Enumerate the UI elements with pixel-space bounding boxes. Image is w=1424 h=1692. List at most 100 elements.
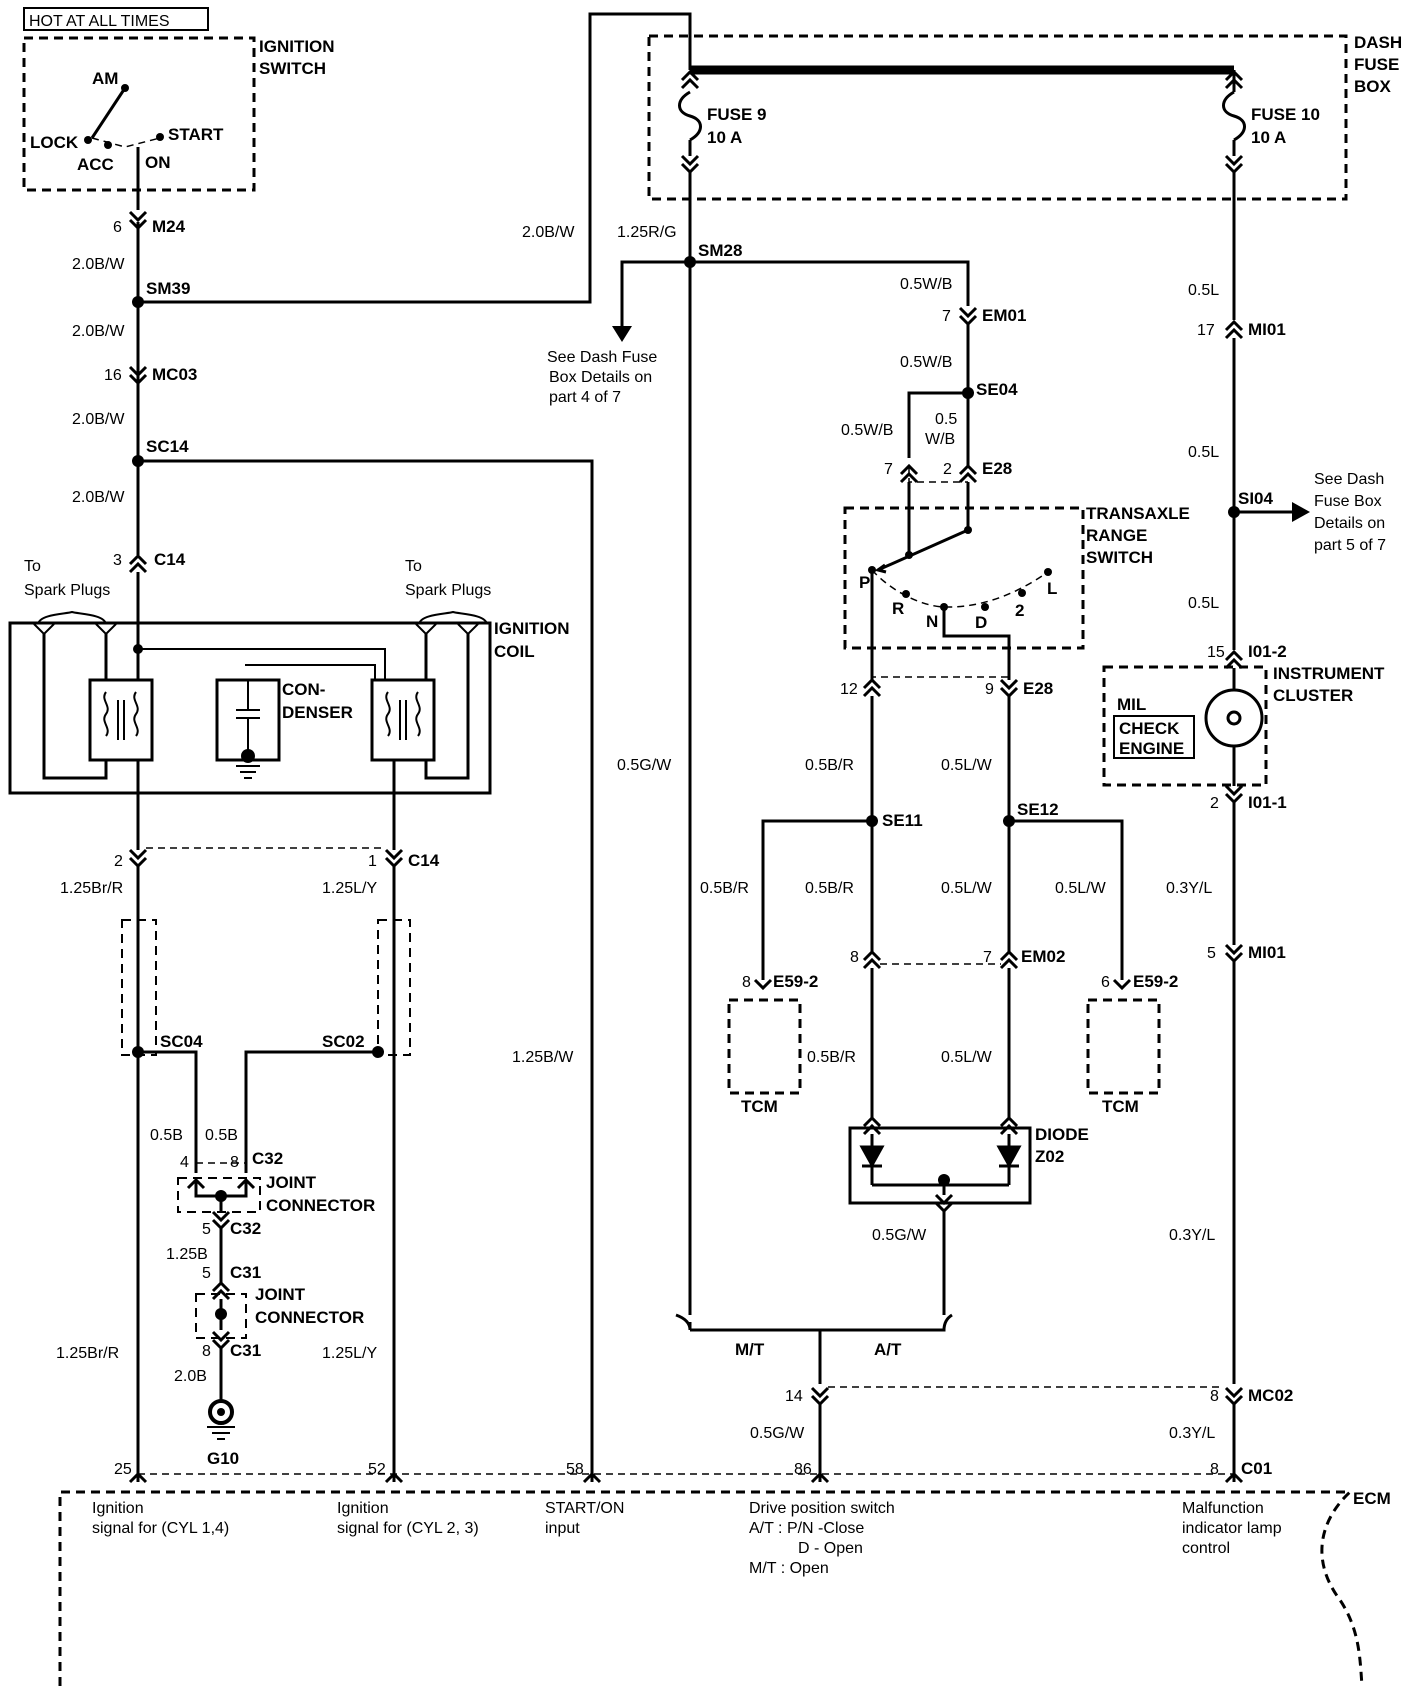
mc03-label: MC03 xyxy=(152,365,197,384)
wire-sm28-to-em01 xyxy=(690,260,970,306)
em02-label: EM02 xyxy=(1021,947,1065,966)
ecm-ign14-1: Ignition xyxy=(92,1500,144,1517)
ic-title-1: INSTRUMENT xyxy=(1273,664,1385,683)
conn-em02-a-icon xyxy=(862,949,882,970)
fuse10-rating: 10 A xyxy=(1251,128,1286,147)
wire-05wb-b: 0.5W/B xyxy=(900,354,952,371)
conn-e59-right-icon xyxy=(1112,978,1132,991)
wire-05l-a: 0.5L xyxy=(1188,282,1219,299)
switch-lock: LOCK xyxy=(30,133,79,152)
coil-right-windings xyxy=(385,691,421,740)
wire-20bw-c: 2.0B/W xyxy=(72,411,125,428)
ecm-mil-2: indicator lamp xyxy=(1182,1520,1282,1537)
ecm-pin-52: 52 xyxy=(368,1461,386,1478)
conn-i01-2-icon xyxy=(1224,649,1244,670)
wire-05b-a: 0.5B xyxy=(150,1127,183,1144)
ecm-ign23-1: Ignition xyxy=(337,1500,389,1517)
wire-05br-b: 0.5B/R xyxy=(700,880,749,897)
e28-bottom-pin-a: 12 xyxy=(840,681,858,698)
arrow-dash4-icon xyxy=(612,326,632,342)
spark-left-brace xyxy=(37,610,107,625)
mil-label: MIL xyxy=(1117,695,1146,714)
trs-l: L xyxy=(1047,579,1057,598)
fuse10-out-icon xyxy=(1224,154,1244,175)
condenser-ground-dot xyxy=(241,749,255,763)
e59-right-pin: 6 xyxy=(1101,974,1110,991)
m24-label: M24 xyxy=(152,217,186,236)
see-dash4-2: Box Details on xyxy=(549,369,652,386)
conn-e28-c-icon xyxy=(862,677,882,698)
i01-2-pin: 15 xyxy=(1207,644,1225,661)
joint2-in-icon xyxy=(211,1280,231,1301)
wire-03yl-b: 0.3Y/L xyxy=(1169,1227,1215,1244)
switch-acc: ACC xyxy=(77,155,114,174)
conn-mc02-right-icon xyxy=(1224,1386,1244,1407)
e59-left-pin: 8 xyxy=(742,974,751,991)
coil-feed-condenser xyxy=(245,664,376,680)
trs-contact-r xyxy=(902,590,910,598)
wire-05gw-a: 0.5G/W xyxy=(617,757,672,774)
trs-2: 2 xyxy=(1015,601,1024,620)
wire-20bw-d: 2.0B/W xyxy=(72,489,125,506)
wire-03yl-c: 0.3Y/L xyxy=(1169,1425,1215,1442)
transaxle-range-switch-box xyxy=(843,506,1085,650)
fuse9-out-icon xyxy=(680,154,700,175)
switch-acc-contact xyxy=(104,141,112,149)
wire-125ly-b: 1.25L/Y xyxy=(322,1345,377,1362)
c31-bottom-label: C31 xyxy=(230,1341,261,1360)
conn-e28-d-icon xyxy=(999,678,1019,699)
trs-r: R xyxy=(892,599,904,618)
wire-se11-to-tcm xyxy=(761,819,872,980)
sm28-label: SM28 xyxy=(698,241,742,260)
c32-top-label: C32 xyxy=(252,1149,283,1168)
spark-terminals xyxy=(33,623,479,636)
e28-top-label: E28 xyxy=(982,459,1012,478)
trs-p: P xyxy=(859,573,870,592)
coil-right-icon xyxy=(370,678,436,762)
conn-mc03-icon xyxy=(128,365,148,386)
coil-left-secondary-a xyxy=(42,634,108,780)
ignition-coil-box xyxy=(8,621,492,795)
conn-em02-b-icon xyxy=(999,949,1019,970)
mc02-label: MC02 xyxy=(1248,1386,1293,1405)
e28-bottom-bridge xyxy=(871,676,1009,680)
conn-e59-left-icon xyxy=(753,978,773,991)
conn-mi01-bottom-icon xyxy=(1224,943,1244,964)
wire-125rg: 1.25R/G xyxy=(617,224,677,241)
joint1-in-icon xyxy=(186,1177,256,1190)
dash-fuse-box xyxy=(647,34,1348,201)
mc02-left-pin: 14 xyxy=(785,1388,803,1405)
e28-pin-b: 2 xyxy=(943,461,952,478)
wire-05gw-c: 0.5G/W xyxy=(750,1425,805,1442)
ecm-drive-3: D - Open xyxy=(798,1540,863,1557)
m24-pin: 6 xyxy=(113,219,122,236)
hot-label-box xyxy=(23,7,209,31)
condenser-title-1: CON- xyxy=(282,680,325,699)
trs-d: D xyxy=(975,613,987,632)
c32-pin-a: 4 xyxy=(180,1154,189,1171)
spark-right-1: To xyxy=(405,558,422,575)
coil-left-windings xyxy=(103,691,139,740)
wire-20b: 2.0B xyxy=(174,1368,207,1385)
hot-label: HOT AT ALL TIMES xyxy=(29,13,170,30)
wire-sc02-to-c32 xyxy=(244,1050,378,1173)
c32-bottom-pin: 5 xyxy=(202,1221,211,1238)
ecm-start-1: START/ON xyxy=(545,1500,624,1517)
ecm-drive-2: A/T : P/N -Close xyxy=(749,1520,864,1537)
em01-label: EM01 xyxy=(982,306,1026,325)
wire-125brr-b: 1.25Br/R xyxy=(56,1345,119,1362)
joint-connector-2-box xyxy=(195,1293,247,1339)
at-label: A/T xyxy=(874,1340,902,1359)
condenser-ground-icon xyxy=(236,765,260,779)
i01-1-label: I01-1 xyxy=(1248,793,1287,812)
joint2-splice xyxy=(215,1308,227,1320)
check-engine-box xyxy=(1113,715,1195,759)
arrow-dash5-icon xyxy=(1292,502,1310,522)
se12-label: SE12 xyxy=(1017,800,1059,819)
e59-left-label: E59-2 xyxy=(773,972,818,991)
spark-right-2: Spark Plugs xyxy=(405,582,491,599)
switch-start: START xyxy=(168,125,224,144)
wire-sm39-to-fuse xyxy=(138,12,692,304)
ecm-start-2: input xyxy=(545,1520,580,1537)
